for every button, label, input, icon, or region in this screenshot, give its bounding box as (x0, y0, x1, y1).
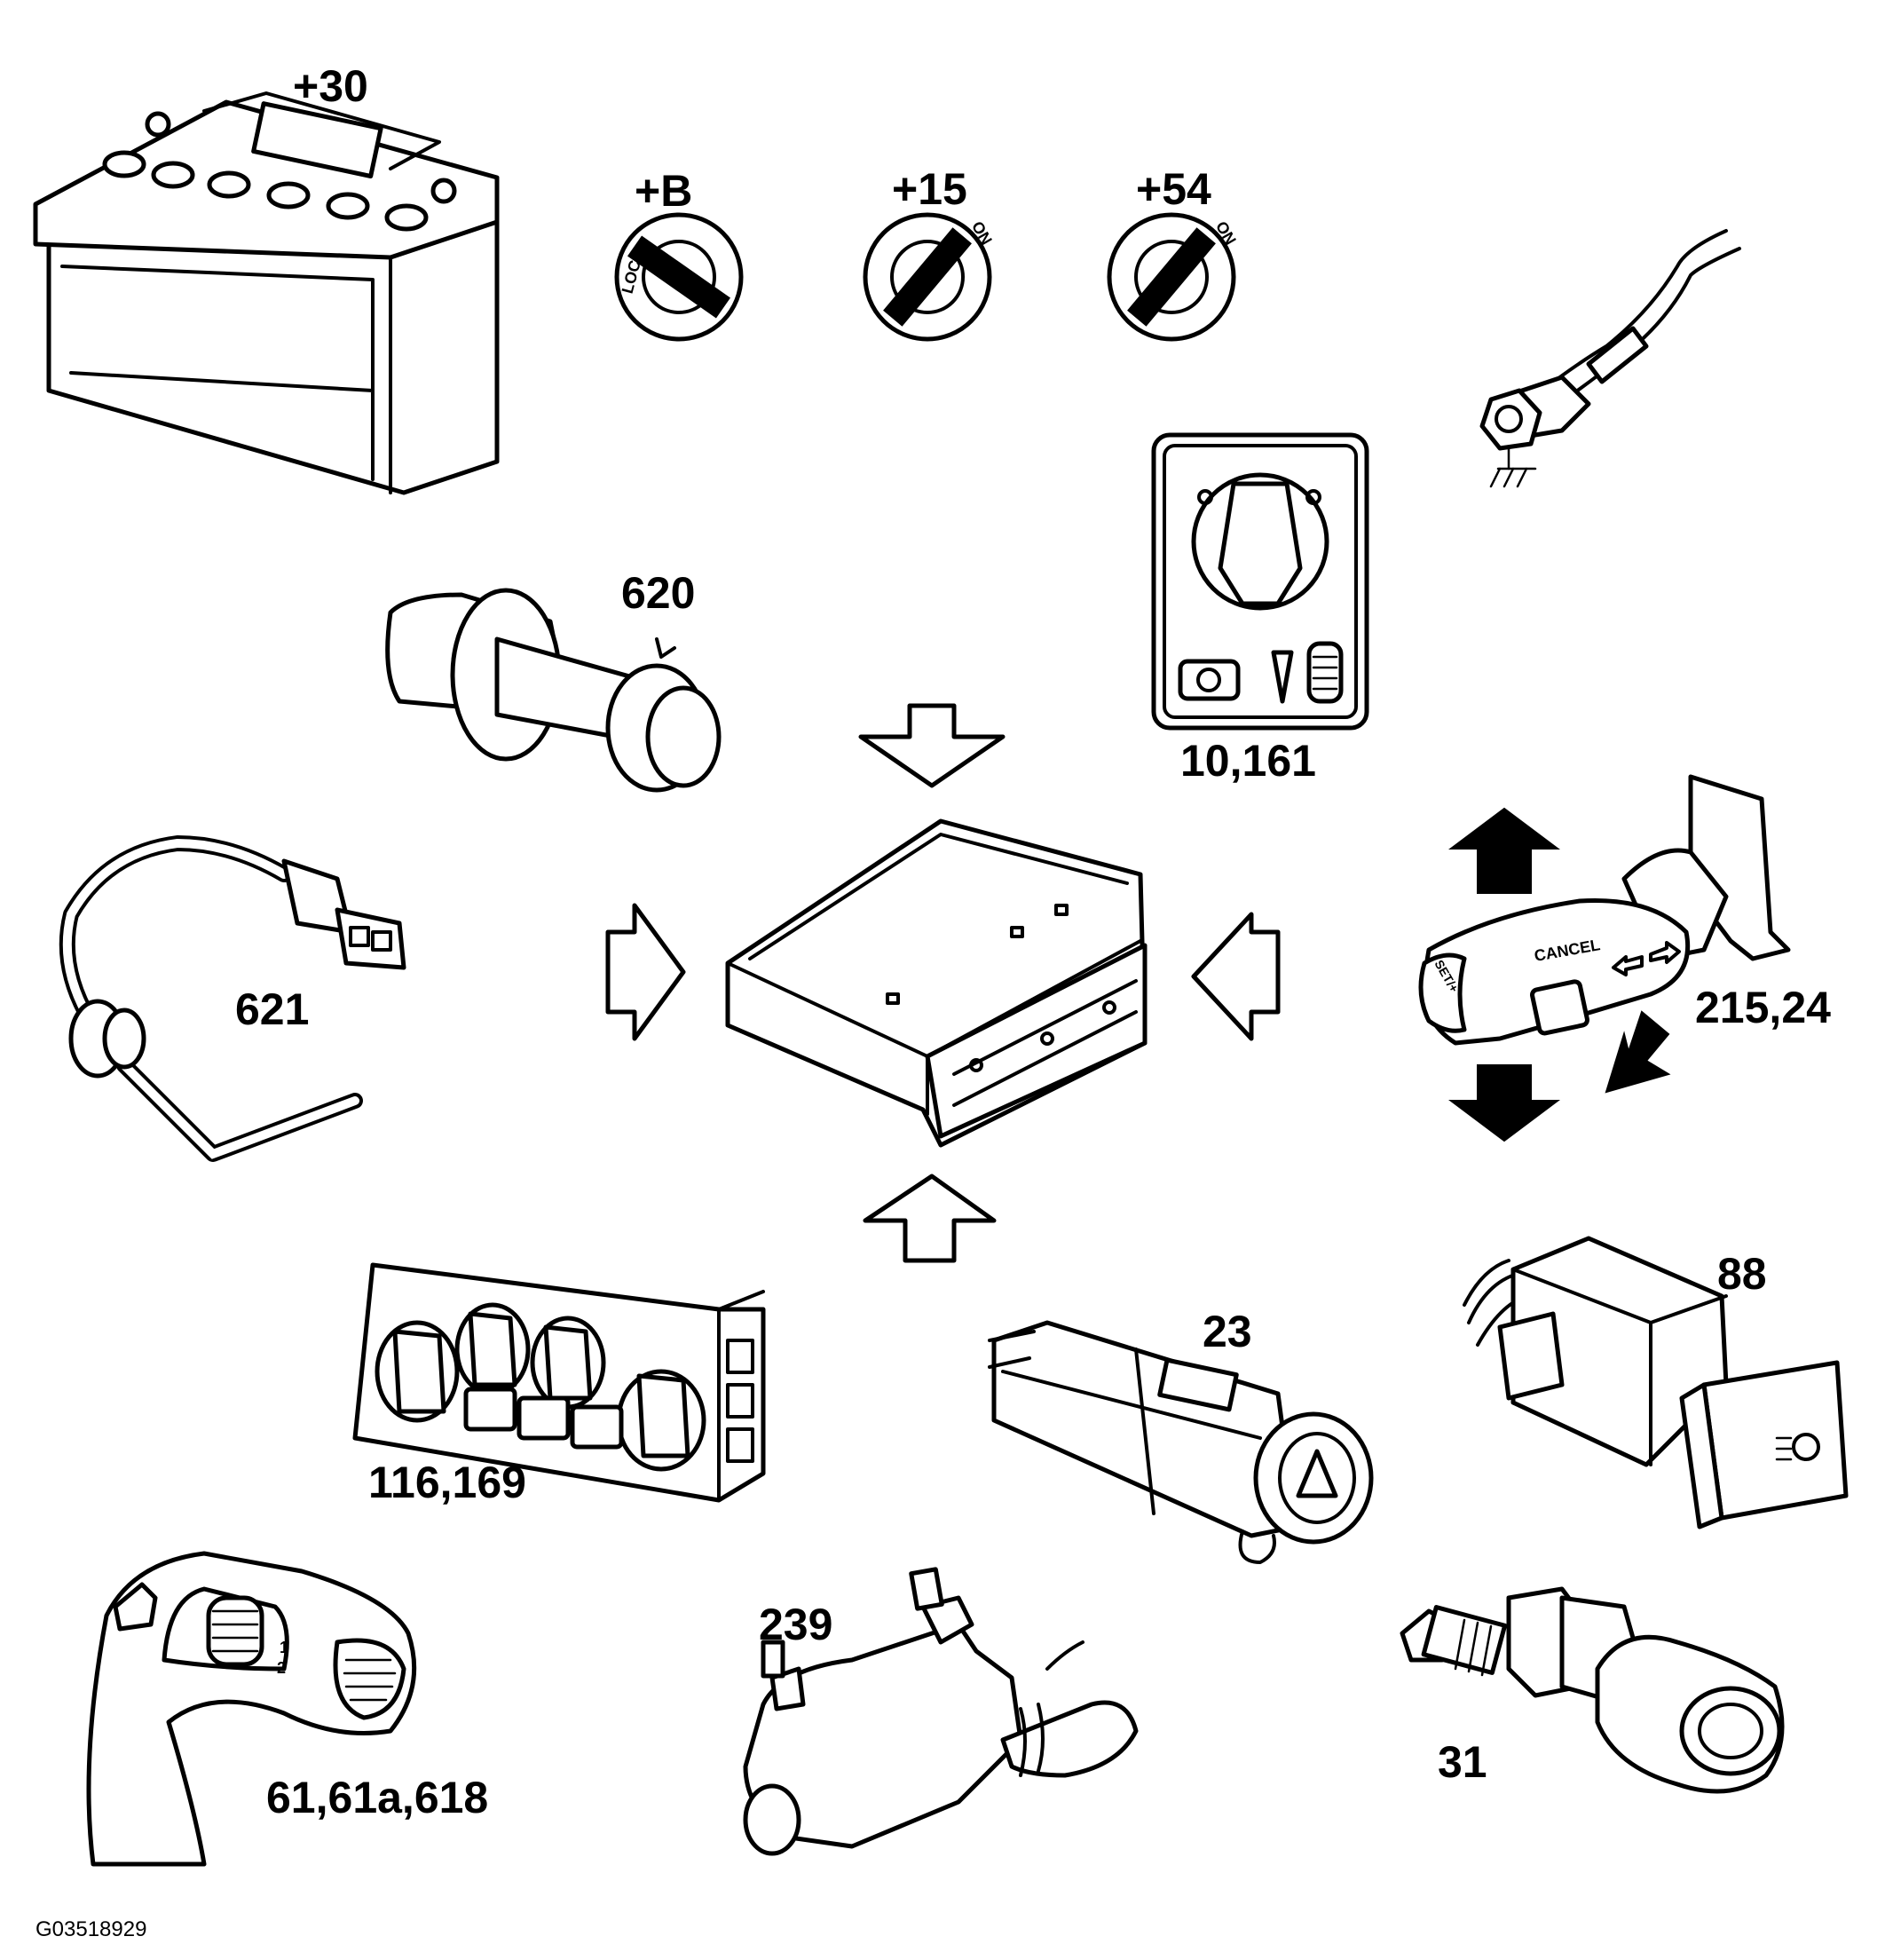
key-b-label: +B (635, 166, 693, 216)
sensor-621-label: 621 (235, 984, 310, 1034)
climate-control-panel (352, 1262, 766, 1503)
battery (33, 91, 500, 495)
arrow-down-top (858, 703, 1006, 788)
arrow-right-left (605, 903, 686, 1041)
temp-sensor-label: 31 (1438, 1737, 1487, 1787)
arrow-up-bottom (863, 1174, 997, 1263)
arrow-down-black (1448, 1064, 1560, 1142)
ignition-lock-54 (1107, 212, 1236, 342)
hazard-warning-switch (988, 1320, 1374, 1564)
cruise-stalk-label: 215,24 (1695, 983, 1831, 1032)
washer-pump (743, 1567, 1139, 1856)
rotary-switch-620 (385, 588, 722, 793)
wiper-stalk (86, 1551, 417, 1867)
arrow-left-right (1191, 912, 1281, 1041)
wiper-stalk-label: 61,61a,618 (266, 1773, 489, 1822)
key-54-label: +54 (1136, 164, 1211, 214)
switch-620-label: 620 (621, 568, 696, 618)
ignition-lock-15 (863, 212, 992, 342)
fog-switch-label: 88 (1717, 1249, 1767, 1299)
ground-terminal (1479, 229, 1741, 488)
washer-pump-label: 239 (759, 1600, 833, 1649)
fog-light-switch (1463, 1236, 1849, 1529)
light-switch-label: 10,161 (1180, 736, 1316, 786)
wiper-pos2: 2 (277, 1659, 286, 1677)
arrow-diagonal-black (1605, 1010, 1671, 1094)
temperature-sensor-31 (1400, 1586, 1785, 1794)
control-module (725, 818, 1148, 1148)
hazard-switch-label: 23 (1203, 1307, 1252, 1356)
temperature-sensor-621 (59, 835, 406, 1162)
arrow-up-black (1448, 807, 1560, 894)
wiper-pos1: 1 (280, 1639, 288, 1656)
figure-code: G03518929 (35, 1917, 147, 1941)
light-switch (1151, 432, 1369, 731)
cruise-control-stalk (1418, 774, 1791, 1046)
key-15-label: +15 (892, 164, 967, 214)
climate-panel-label: 116,169 (368, 1458, 526, 1507)
battery-label: +30 (293, 61, 368, 111)
ignition-lock-b (614, 212, 744, 342)
